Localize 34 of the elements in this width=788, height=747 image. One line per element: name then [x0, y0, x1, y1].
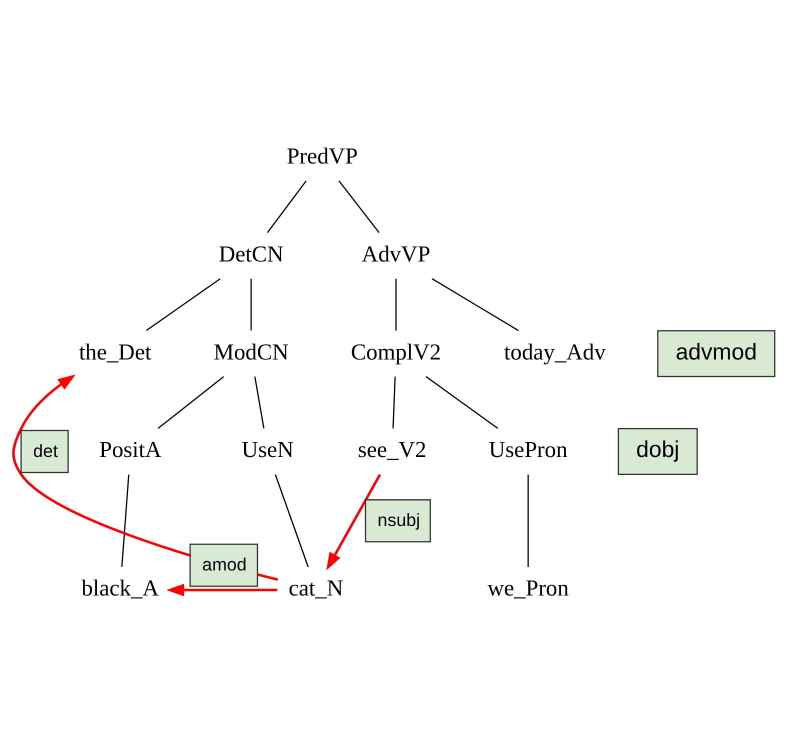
- node-text: black_A: [82, 575, 159, 600]
- node-text: AdvVP: [362, 240, 430, 266]
- node-box: advmod: [657, 330, 776, 377]
- connector: [392, 376, 396, 428]
- node-text: PredVP: [286, 143, 358, 168]
- node-text: we_Pron: [488, 575, 569, 600]
- connector: [426, 376, 498, 428]
- connector: [250, 278, 252, 330]
- edge-label: det: [33, 440, 58, 460]
- edge-label: amod: [202, 554, 247, 574]
- connector: [121, 474, 130, 567]
- connector: [274, 474, 309, 567]
- arrow: [166, 583, 278, 596]
- connector: [254, 376, 264, 428]
- connector: [528, 474, 529, 566]
- node-text: today_Adv: [504, 338, 606, 364]
- node-box: dobj: [618, 428, 698, 475]
- connector: [266, 180, 307, 233]
- node-text: ComplV2: [350, 338, 442, 364]
- arrow: [326, 474, 382, 570]
- node-text: UsePron: [488, 436, 568, 462]
- node-text: cat_N: [288, 575, 344, 600]
- connector: [432, 278, 519, 331]
- connector: [338, 180, 380, 233]
- connector: [158, 376, 224, 428]
- node-text: UseN: [242, 436, 294, 462]
- node-text: see_V2: [358, 436, 426, 462]
- connector: [395, 278, 397, 330]
- edge-label: nsubj: [378, 510, 420, 530]
- node-text: the_Det: [78, 338, 152, 364]
- connector: [146, 278, 221, 331]
- node-text: DetCN: [218, 240, 284, 266]
- node-text: ModCN: [214, 338, 289, 364]
- node-text: PositA: [99, 436, 162, 462]
